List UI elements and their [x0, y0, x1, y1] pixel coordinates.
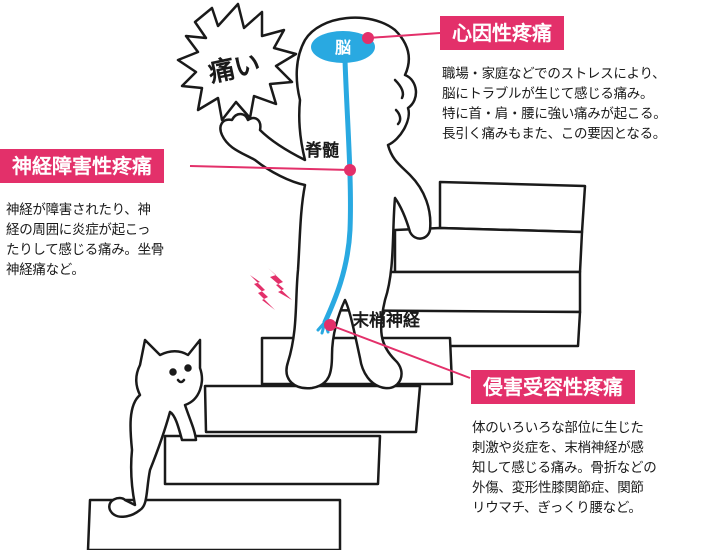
neuropathic-pain-title: 神経障害性疼痛 — [0, 149, 164, 183]
spine-label: 脊髄 — [305, 141, 339, 161]
cat-figure — [108, 338, 204, 518]
brain-label: 脳 — [335, 38, 352, 57]
spinal-cord-line — [322, 57, 353, 325]
pain-zigzag-icon — [250, 268, 292, 310]
nerve-label: 末梢神経 — [352, 311, 420, 331]
brain-shape — [311, 31, 375, 63]
nociceptive-pain-title: 侵害受容性疼痛 — [471, 370, 635, 404]
neuropathic-pain-description: 神経が障害されたり、神 経の周囲に炎症が起こっ たりして感じる痛み。坐骨 神経痛… — [6, 202, 164, 278]
person-figure — [219, 16, 432, 390]
nociceptive-pain-description: 体のいろいろな部位に生じた 刺激や炎症を、末梢神経が感 知して感じる痛み。骨折な… — [472, 420, 657, 516]
leader-lines — [189, 32, 471, 379]
psychogenic-pain-description: 職場・家庭などでのストレスにより、 脳にトラブルが生じて感じる痛み。 特に首・肩… — [442, 66, 667, 142]
psychogenic-pain-title: 心因性疼痛 — [440, 16, 564, 50]
pain-burst — [176, 2, 298, 122]
